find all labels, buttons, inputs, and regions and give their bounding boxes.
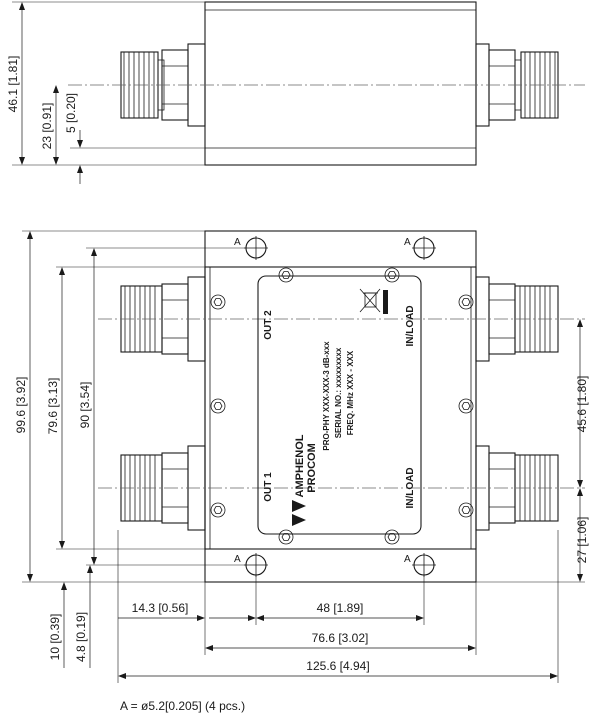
top-view-body [204, 1, 477, 166]
cover-screw [278, 267, 294, 283]
mounting-hole [412, 553, 436, 577]
cover-screw [384, 267, 400, 283]
label-model: PRO-PHY XXX-XXX-3 dB-xxx [322, 341, 331, 451]
dim-top-offset: 5 [0.20] [64, 93, 78, 133]
cover-screw [210, 294, 226, 310]
hole-marker-a: A [404, 237, 411, 248]
port-label-in-load-bottom: IN/LOAD [405, 467, 416, 508]
label-serial: SERIAL NO.: xxxxxxxxx [334, 347, 343, 438]
dim-hole-spacing-vertical: 90 [3.54] [78, 382, 92, 429]
cover-screw [210, 398, 226, 414]
cover-screw [278, 529, 294, 545]
label-frequency: FREQ. MHz XXX - XXX [346, 350, 355, 435]
dim-body-width: 76.6 [3.02] [312, 631, 369, 645]
port-label-out1: OUT 1 [263, 472, 274, 502]
dim-top-height: 46.1 [1.81] [6, 56, 20, 113]
svg-text:AMPHENOL: AMPHENOL [294, 434, 306, 497]
dim-hole-from-bottom: 10 [0.39] [48, 614, 62, 661]
dim-hole-spacing-horizontal: 48 [1.89] [317, 601, 364, 615]
dim-port-from-bottom: 27 [1.06] [575, 517, 589, 564]
cover-screw [210, 502, 226, 518]
label-plate [257, 275, 422, 535]
dim-body-from-bottom: 4.8 [0.19] [74, 612, 88, 662]
hole-marker-a: A [234, 237, 241, 248]
bottom-view: A A A A [14, 230, 589, 683]
top-view: 46.1 [1.81] 23 [0.91] 5 [0.20] [6, 1, 585, 184]
dim-overall-height: 99.6 [3.92] [14, 377, 28, 434]
body [204, 266, 477, 550]
brand-logo: AMPHENOL PROCOM [292, 434, 318, 526]
mounting-hole [244, 553, 268, 577]
port-label-out2: OUT 2 [263, 310, 274, 340]
dim-body-height: 79.6 [3.13] [46, 378, 60, 435]
dim-port-spacing: 45.6 [1.80] [575, 376, 589, 433]
cover-screw [384, 529, 400, 545]
hole-marker-a: A [234, 554, 241, 565]
weee-bin-icon [359, 288, 388, 314]
svg-text:PROCOM: PROCOM [306, 443, 318, 493]
hole-footnote: A = ø5.2[0.205] (4 pcs.) [120, 699, 246, 713]
mounting-hole [412, 236, 436, 260]
hole-marker-a: A [404, 554, 411, 565]
dim-overall-width: 125.6 [4.94] [306, 659, 369, 673]
port-label-in-load-top: IN/LOAD [405, 305, 416, 346]
dim-top-centerline: 23 [0.91] [40, 103, 54, 150]
dim-hole-from-left: 14.3 [0.56] [132, 601, 189, 615]
mounting-hole [244, 236, 268, 260]
